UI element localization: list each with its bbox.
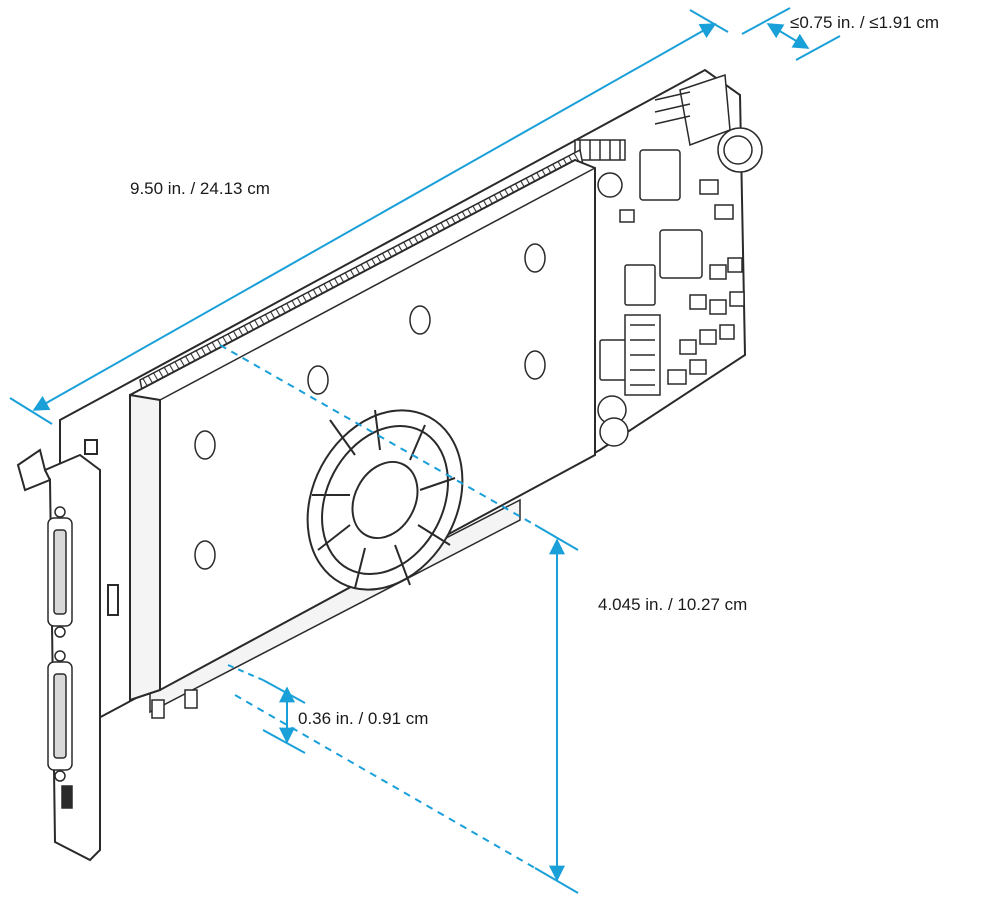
edge-offset-dimension-label: 0.36 in. / 0.91 cm <box>298 709 429 728</box>
height-dimension-label: 4.045 in. / 10.27 cm <box>598 595 748 614</box>
dimension-thickness <box>741 7 841 61</box>
cooling-fan <box>306 409 464 591</box>
thickness-dimension-label: ≤0.75 in. / ≤1.91 cm <box>790 13 940 32</box>
display-connector <box>47 506 73 809</box>
dimension-length <box>9 9 729 425</box>
length-dimension-label: 9.50 in. / 24.13 cm <box>130 179 270 198</box>
dimension-edge-offset <box>227 664 306 754</box>
